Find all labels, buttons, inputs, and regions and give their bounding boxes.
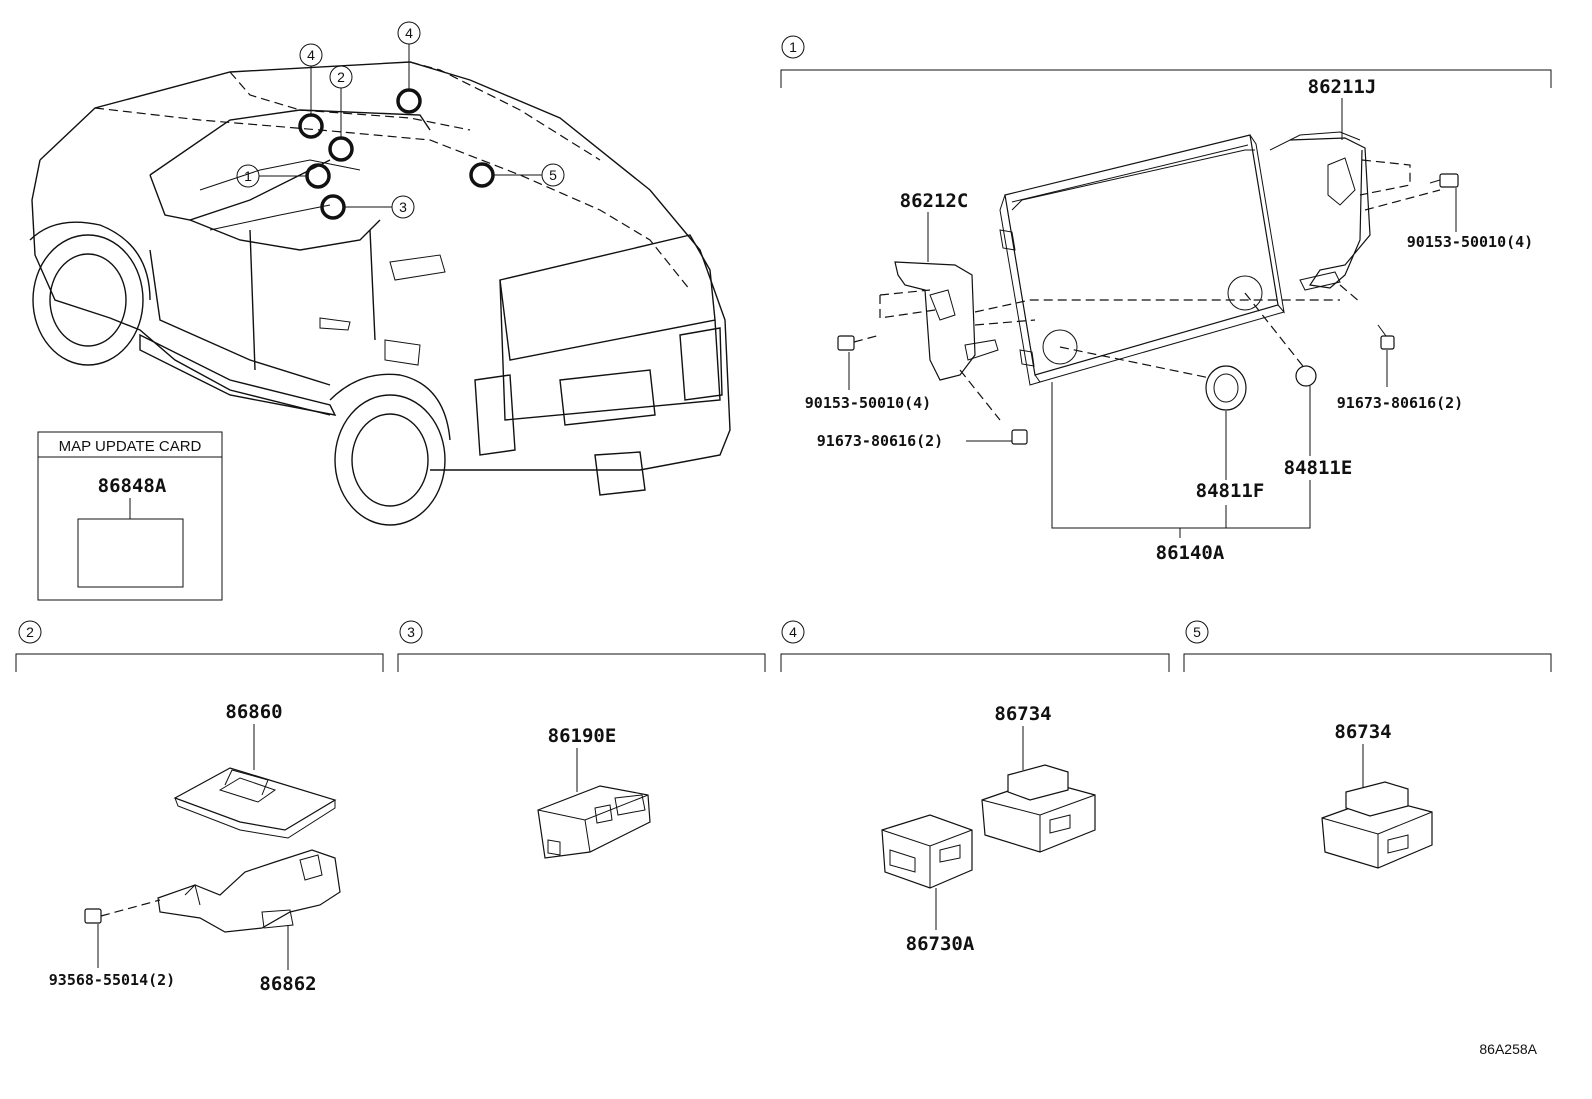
part-86211j: 86211J (1308, 76, 1377, 98)
vehicle-callout-2: 2 (337, 69, 345, 85)
vehicle-callout-1: 1 (244, 168, 252, 184)
map-update-card-title: MAP UPDATE CARD (59, 438, 202, 455)
bracket-right (1269, 131, 1371, 291)
part-84811f: 84811F (1196, 480, 1265, 502)
part-84811e: 84811E (1284, 457, 1353, 479)
part-86848a: 86848A (98, 475, 167, 497)
vehicle-callout-4a: 4 (307, 47, 315, 63)
section-4-number: 4 (789, 624, 797, 640)
module-86734-b (1321, 781, 1433, 869)
section-5: 5 86734 (1183, 620, 1552, 869)
part-91673-80616-left: 91673-80616(2) (817, 432, 943, 450)
screw-left (1011, 429, 1028, 445)
module-86860 (173, 767, 337, 839)
map-update-card-box: MAP UPDATE CARD 86848A (37, 431, 223, 601)
section-5-number: 5 (1193, 624, 1201, 640)
part-86862: 86862 (259, 973, 316, 995)
bolt-right (1429, 173, 1459, 188)
vehicle-illustration: 4 2 4 1 3 5 (29, 21, 731, 526)
module-86190e (537, 785, 651, 859)
part-86734-a: 86734 (994, 703, 1051, 725)
display-unit (999, 134, 1285, 386)
vehicle-callout-5: 5 (549, 167, 557, 183)
part-86734-b: 86734 (1334, 721, 1391, 743)
section-1-number: 1 (789, 39, 797, 55)
cap-84811e (1295, 365, 1317, 387)
bracket-left (894, 261, 999, 381)
cap-84811f (1205, 365, 1247, 411)
bolt-left (837, 334, 881, 351)
part-86730a: 86730A (906, 933, 975, 955)
module-86734-a (981, 764, 1096, 853)
part-90153-50010-right: 90153-50010(4) (1407, 233, 1533, 251)
section-2: 2 86860 86862 93568-55014(2) (15, 620, 384, 995)
reference-code: 86A258A (1479, 1041, 1537, 1057)
section-1: 1 86211J (780, 35, 1552, 564)
part-86860: 86860 (225, 701, 282, 723)
module-86730a (881, 814, 973, 889)
bracket-86862 (157, 849, 341, 933)
part-86190e: 86190E (548, 725, 617, 747)
vehicle-callout-3: 3 (399, 199, 407, 215)
part-86212c: 86212C (900, 190, 969, 212)
screw-right (1377, 324, 1395, 350)
part-91673-80616-right: 91673-80616(2) (1337, 394, 1463, 412)
part-90153-50010-left: 90153-50010(4) (805, 394, 931, 412)
section-3: 3 86190E (397, 620, 766, 859)
section-2-number: 2 (26, 624, 34, 640)
part-93568-55014: 93568-55014(2) (49, 971, 175, 989)
bolt-93568 (84, 899, 161, 924)
section-3-number: 3 (407, 624, 415, 640)
part-86140a: 86140A (1156, 542, 1225, 564)
vehicle-callout-4b: 4 (405, 25, 413, 41)
section-4: 4 86734 86730A (780, 620, 1170, 955)
